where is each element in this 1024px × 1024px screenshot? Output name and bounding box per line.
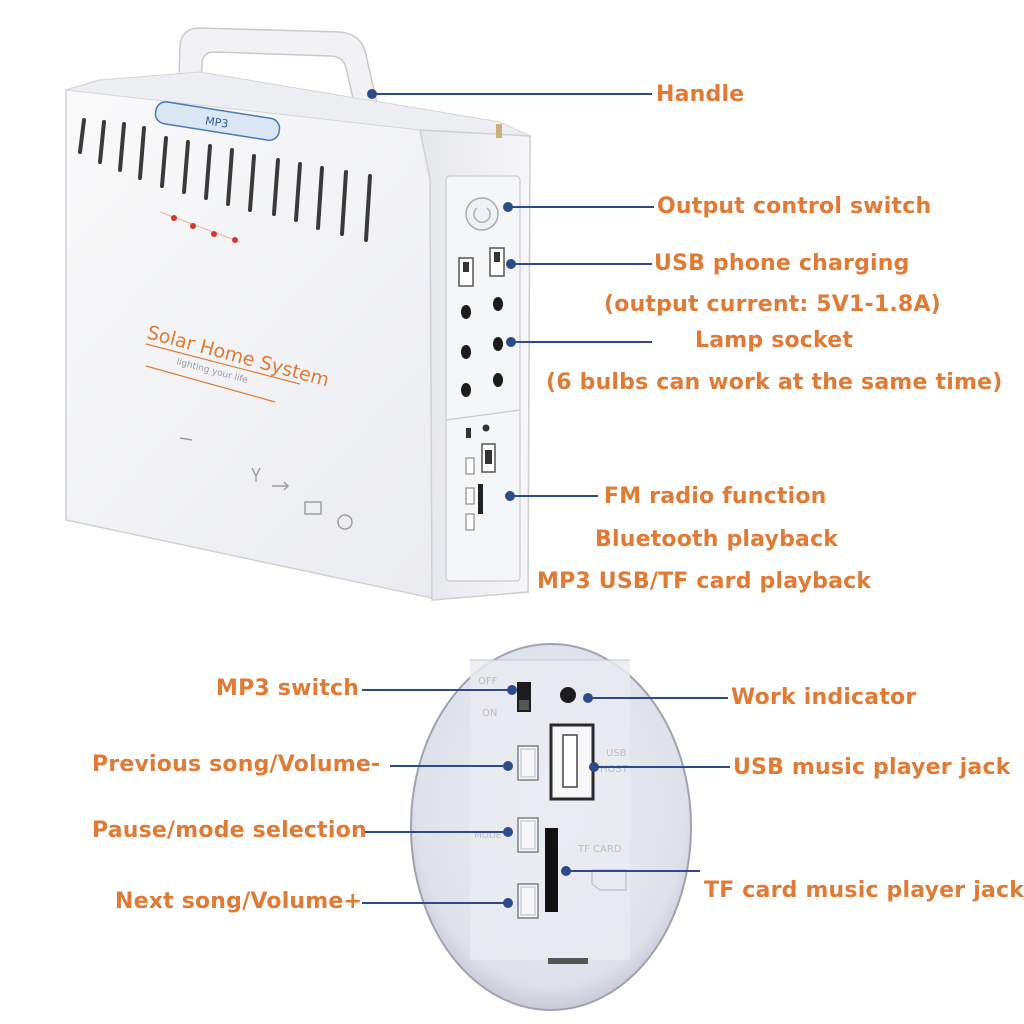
callout-mp3-switch: MP3 switch [216, 676, 360, 701]
callout-usb-charging: USB phone charging [654, 251, 910, 276]
panel-host-text: HOST [600, 764, 629, 775]
vent-slots [78, 118, 372, 242]
callout-mp3-card: MP3 USB/TF card playback [537, 569, 872, 594]
callout-bluetooth: Bluetooth playback [595, 527, 839, 552]
zoom-oval [410, 643, 692, 1011]
mp3-panel-illustration [465, 424, 496, 531]
usb-ports-illustration [458, 247, 505, 287]
panel-tfcard-text: TF CARD [577, 844, 622, 855]
output-switch-illustration [465, 197, 499, 231]
callout-lamp-socket: Lamp socket [695, 328, 854, 353]
lamp-sockets-illustration [461, 297, 503, 397]
badge-text: MP3 [204, 114, 229, 130]
callout-tf-jack: TF card music player jack [704, 878, 1024, 903]
callout-handle: Handle [656, 82, 745, 107]
callout-prev-song: Previous song/Volume- [92, 752, 381, 777]
callout-next-song: Next song/Volume+ [115, 889, 363, 914]
callout-work-indicator: Work indicator [731, 685, 917, 710]
callout-usb-jack: USB music player jack [733, 755, 1011, 780]
panel-mode-text: MODE [474, 831, 502, 841]
callout-output-switch: Output control switch [657, 194, 932, 219]
mp3-badge: MP3 [154, 101, 281, 142]
panel-on-text: ON [482, 708, 497, 719]
zoom-panel-controls: OFF ON MODE USB HOST TF CARD [474, 676, 629, 964]
callout-usb-output: (output current: 5V1-1.8A) [604, 292, 941, 317]
callout-lamp-bulbs: (6 bulbs can work at the same time) [546, 370, 1003, 395]
callout-fm-radio: FM radio function [604, 484, 827, 509]
leader-lines [362, 89, 730, 908]
front-led-indicators [159, 211, 241, 243]
device-body [65, 71, 531, 601]
panel-usb-text: USB [606, 748, 627, 759]
callout-pause-mode: Pause/mode selection [92, 818, 367, 843]
front-icons [179, 437, 353, 530]
panel-off-text: OFF [478, 676, 498, 687]
